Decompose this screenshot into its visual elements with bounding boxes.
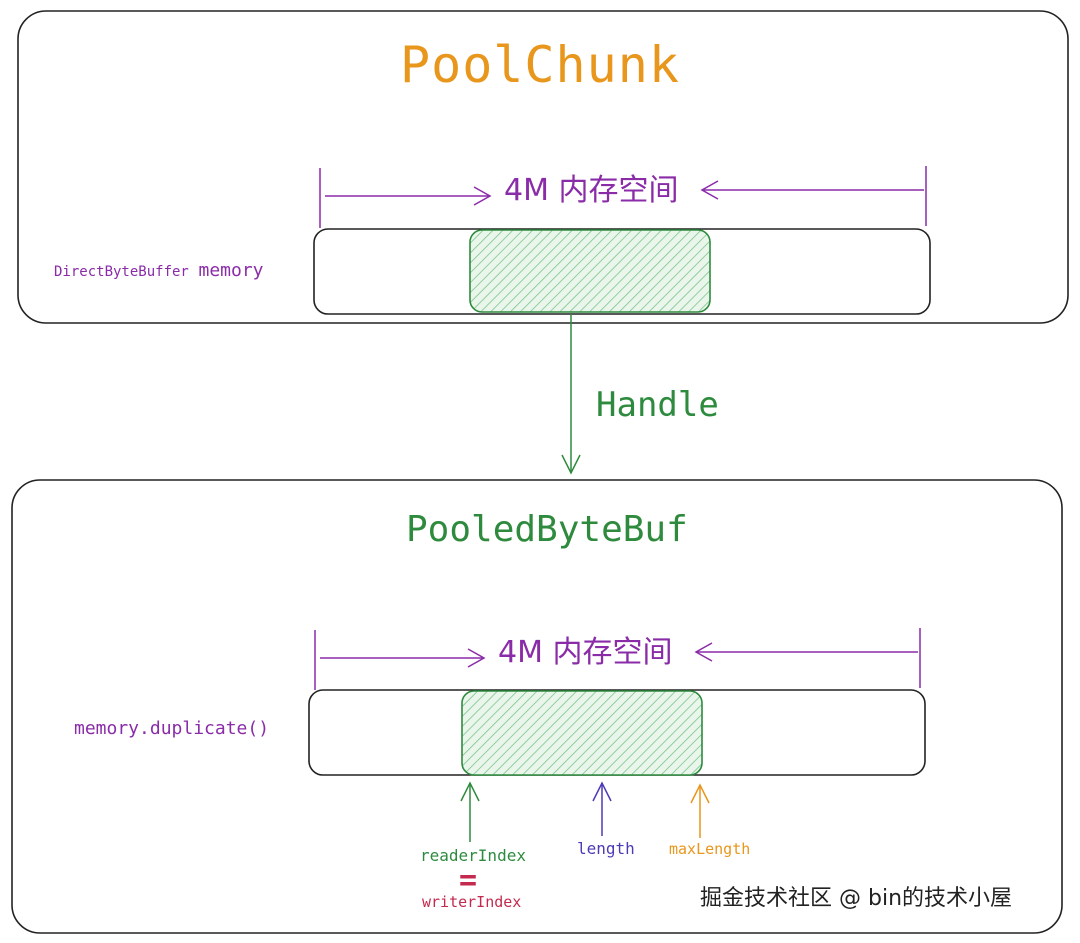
handle-label: Handle	[596, 385, 719, 425]
pooled-byte-buf-space-label: 4M 内存空间	[498, 635, 673, 670]
writer-index-label: writerIndex	[422, 893, 522, 911]
length-arrow	[592, 781, 612, 836]
memory-duplicate-label: memory.duplicate()	[74, 718, 270, 739]
reader-index-label: readerIndex	[420, 846, 526, 865]
direct-byte-buffer-type: DirectByteBuffer	[54, 264, 189, 280]
pooled-byte-buf-title: PooledByteBuf	[406, 509, 688, 550]
allocated-region-bottom	[461, 690, 703, 776]
pool-chunk-box	[17, 10, 1069, 324]
allocated-region-top	[469, 229, 711, 313]
watermark: 掘金技术社区 @ bin的技术小屋	[700, 886, 1013, 911]
pool-chunk-title: PoolChunk	[400, 36, 680, 94]
handle-arrow	[561, 314, 581, 475]
equals-sign: =	[459, 863, 478, 898]
max-length-label: maxLength	[669, 840, 751, 858]
max-length-arrow	[690, 783, 710, 838]
direct-byte-buffer-memory-label: DirectByteBuffer memory	[54, 262, 264, 280]
reader-index-arrow	[460, 781, 480, 842]
memory-field-name: memory	[198, 260, 264, 281]
pooled-byte-buf-box	[11, 479, 1063, 934]
bottom-span-arrows	[314, 628, 921, 690]
top-span-arrows	[319, 166, 927, 228]
length-label: length	[577, 839, 635, 858]
pool-chunk-space-label: 4M 内存空间	[504, 173, 679, 208]
